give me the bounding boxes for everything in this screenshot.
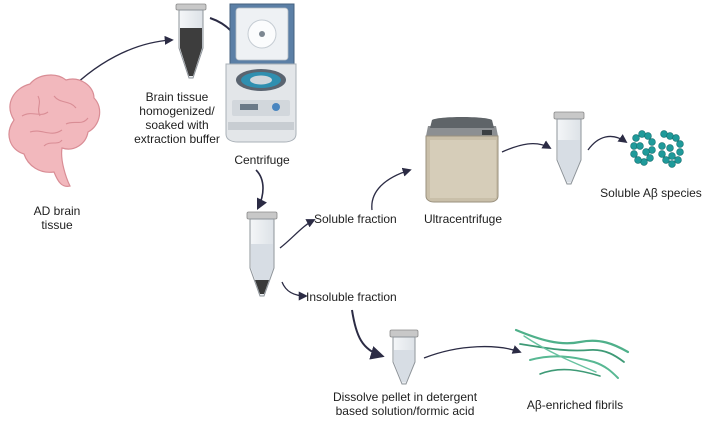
species-bead bbox=[632, 134, 640, 142]
species-bead bbox=[668, 160, 676, 168]
species-bead bbox=[636, 142, 644, 150]
species-bead bbox=[672, 134, 680, 142]
arrow-soluble-to-ultracentrifuge bbox=[371, 167, 412, 211]
tube-icon bbox=[175, 3, 207, 79]
fibrils-icon bbox=[514, 328, 630, 379]
tube-icon bbox=[389, 329, 419, 385]
centrifuge-icon bbox=[225, 3, 297, 143]
species-bead bbox=[658, 150, 666, 158]
tube-icon bbox=[553, 111, 585, 185]
arrow-tube-to-species bbox=[587, 134, 628, 151]
species-bead bbox=[666, 144, 674, 152]
label-insoluble-fraction: Insoluble fraction bbox=[306, 290, 397, 304]
species-bead bbox=[676, 140, 684, 148]
label-soluble-species: Soluble Aβ species bbox=[600, 186, 702, 200]
flow-arrows bbox=[61, 17, 628, 360]
label-soluble-fraction: Soluble fraction bbox=[314, 212, 397, 226]
label-ad-brain-tissue: AD brain tissue bbox=[33, 204, 81, 232]
soluble-species-icon bbox=[630, 130, 684, 168]
label-dissolve-pellet: Dissolve pellet in detergent based solut… bbox=[332, 390, 478, 418]
arrow-insoluble-to-tube bbox=[351, 309, 385, 360]
arrow-tube-to-insoluble bbox=[281, 281, 308, 301]
species-bead bbox=[642, 148, 650, 156]
arrow-tube-to-soluble bbox=[279, 219, 316, 249]
label-fibrils: Aβ-enriched fibrils bbox=[526, 398, 624, 412]
label-homogenize: Brain tissue homogenized/ soaked with ex… bbox=[134, 90, 220, 146]
species-bead bbox=[674, 156, 682, 164]
species-bead bbox=[646, 154, 654, 162]
species-bead bbox=[634, 156, 642, 164]
species-bead bbox=[648, 138, 656, 146]
arrow-tube-to-fibrils bbox=[423, 345, 522, 359]
species-bead bbox=[644, 132, 652, 140]
arrow-centrifuge-to-tube bbox=[255, 169, 268, 211]
species-bead bbox=[662, 156, 670, 164]
brain-icon bbox=[8, 74, 101, 187]
species-bead bbox=[676, 148, 684, 156]
species-bead bbox=[668, 152, 676, 160]
label-centrifuge: Centrifuge bbox=[234, 153, 290, 167]
arrow-ultracentrifuge-to-tube bbox=[501, 140, 552, 153]
label-ultracentrifuge: Ultracentrifuge bbox=[423, 212, 503, 226]
species-bead bbox=[630, 150, 638, 158]
tube-icon bbox=[246, 211, 278, 297]
species-bead bbox=[658, 142, 666, 150]
ultracentrifuge-icon bbox=[425, 117, 499, 203]
